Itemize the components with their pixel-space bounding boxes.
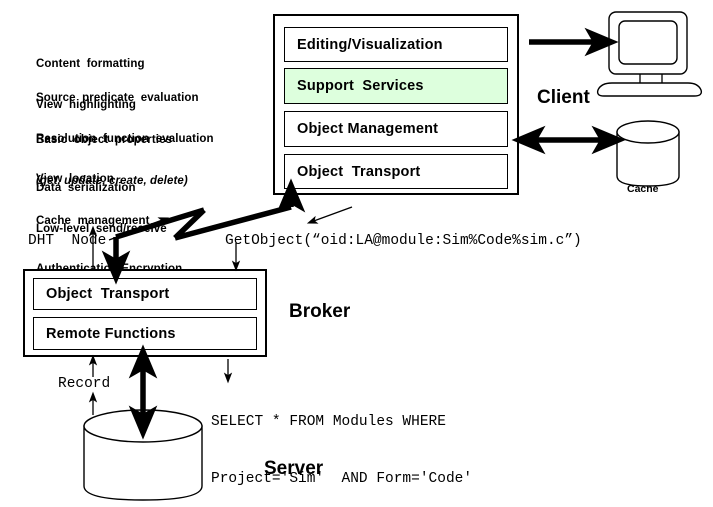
annotation-line: View highlighting: [36, 98, 136, 111]
database-cylinder-icon-server: [83, 409, 203, 501]
layer-object-transport-broker[interactable]: Object Transport: [33, 278, 257, 310]
annotation-group-support-services: Source predicate evaluation Resolution f…: [36, 65, 214, 214]
caption-cache: Cache: [627, 183, 659, 195]
caption-server: Server: [264, 458, 324, 479]
annotation-line: Source predicate evaluation: [36, 92, 199, 104]
database-cylinder-icon-cache: [616, 120, 680, 187]
layer-object-management[interactable]: Object Management: [284, 111, 508, 147]
monitor-icon: [596, 11, 703, 97]
layer-label: Remote Functions: [46, 325, 176, 342]
sql-line: SELECT * FROM Modules WHERE: [211, 414, 446, 430]
annotation-line: Resolution function evaluation: [36, 132, 214, 145]
label-record: Record: [58, 376, 111, 392]
layer-object-transport-client[interactable]: Object Transport: [284, 154, 508, 189]
arrow-pointer-get-object: [306, 206, 353, 224]
layer-label: Editing/Visualization: [297, 36, 443, 53]
label-dht-node: DHT Node: [28, 233, 107, 249]
label-get-object-call: GetObject(“oid:LA@module:Sim%Code%sim.c”…: [225, 233, 582, 249]
sql-line: Project='Sim' AND Form='Code': [211, 471, 473, 487]
annotation-line: Data serialization: [36, 182, 136, 194]
caption-broker: Broker: [289, 301, 351, 322]
annotation-line: (get, update, create, delete): [36, 174, 188, 187]
caption-client: Client: [537, 87, 590, 108]
annotation-line: Content formatting: [36, 58, 145, 70]
layer-remote-functions[interactable]: Remote Functions: [33, 317, 257, 350]
layer-label: Object Transport: [297, 163, 421, 180]
annotation-group-editing-visualization: Content formatting View highlighting: [36, 31, 145, 139]
annotation-line: View location: [36, 173, 114, 185]
label-sql-query: SELECT * FROM Modules WHERE Project='Sim…: [211, 375, 472, 507]
layer-label: Object Transport: [46, 286, 170, 302]
layer-support-services[interactable]: Support Services: [284, 68, 508, 104]
layer-editing-visualization[interactable]: Editing/Visualization: [284, 27, 508, 62]
layer-label: Object Management: [297, 121, 439, 137]
layer-label: Support Services: [297, 78, 424, 94]
annotation-line: Basic object properties: [36, 134, 173, 146]
